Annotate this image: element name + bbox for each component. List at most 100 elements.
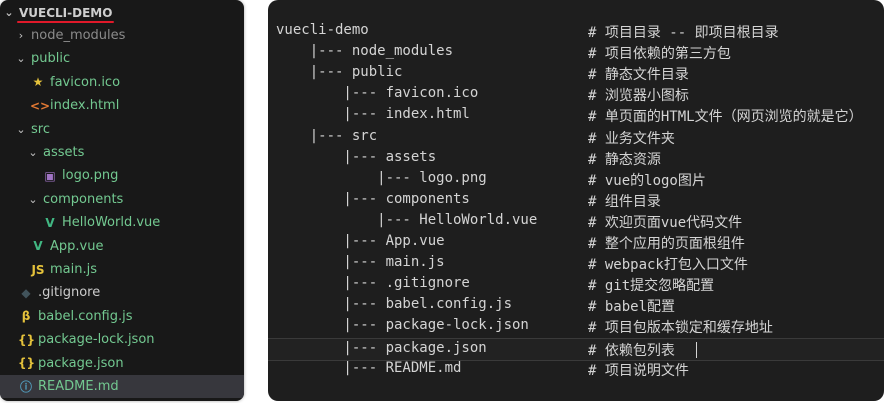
explorer-item[interactable]: JS main.js: [0, 258, 244, 281]
explorer-item-label: HelloWorld.vue: [62, 215, 161, 231]
js-file-icon: JS: [31, 262, 45, 277]
explorer-item-label: package-lock.json: [38, 332, 155, 348]
tree-line: |--- .gitignore # git提交忽略配置: [268, 274, 884, 295]
tree-entry-path: |--- index.html: [276, 106, 470, 123]
info-file-icon: ⓘ: [19, 380, 32, 394]
tree-entry-path: |--- components: [276, 190, 470, 207]
text-cursor: [696, 341, 697, 358]
tree-entry-comment: # 项目包版本锁定和缓存地址: [588, 320, 773, 337]
tree-entry-path: vuecli-demo: [276, 22, 369, 38]
explorer-item[interactable]: {}package.json: [0, 352, 244, 375]
explorer-item-label: index.html: [50, 98, 120, 114]
tree-entry-comment: # 项目依赖的第三方包: [588, 46, 731, 63]
tree-entry-path: |--- .gitignore: [276, 275, 470, 292]
tree-entry-comment: # git提交忽略配置: [588, 278, 715, 295]
tree-entry-comment: # 项目目录 -- 即项目根目录: [588, 25, 779, 41]
explorer-item[interactable]: › node_modules: [0, 24, 244, 47]
explorer-item-label: .gitignore: [38, 285, 101, 301]
json-file-icon: {}: [18, 356, 36, 371]
json-file-icon: {}: [18, 332, 36, 347]
html-file-icon: <>: [30, 98, 51, 113]
tree-entry-comment: # 浏览器小图标: [588, 88, 689, 105]
chevron-down-icon: ⌄: [16, 122, 26, 136]
tree-line: |--- favicon.ico # 浏览器小图标: [268, 84, 884, 105]
tree-line: |--- package-lock.json # 项目包版本锁定和缓存地址: [268, 316, 884, 337]
tree-line: |--- assets # 静态资源: [268, 148, 884, 169]
explorer-item[interactable]: ⌄ components: [0, 188, 244, 211]
tree-entry-comment: # 业务文件夹: [588, 130, 675, 147]
tree-entry-comment: # babel配置: [588, 299, 676, 316]
explorer-item-label: node_modules: [31, 28, 126, 43]
tree-entry-path: |--- favicon.ico: [276, 85, 479, 102]
explorer-item-label: public: [31, 51, 71, 67]
explorer-item[interactable]: ▣ logo.png: [0, 164, 244, 187]
vue-file-icon: V: [45, 215, 55, 230]
explorer-item[interactable]: ⌄ public: [0, 47, 244, 70]
explorer-root-label: VUECLI-DEMO: [16, 5, 115, 23]
explorer-item-label: src: [31, 121, 50, 137]
tree-line: |--- README.md # 项目说明文件: [268, 359, 884, 380]
tree-line: |--- HelloWorld.vue # 欢迎页面vue代码文件: [268, 211, 884, 232]
tree-line: |--- logo.png# vue的logo图片: [268, 169, 884, 190]
explorer-item[interactable]: V HelloWorld.vue: [0, 211, 244, 234]
tree-entry-path: |--- public: [276, 64, 403, 81]
tree-entry-path: |--- README.md: [276, 359, 462, 376]
tree-entry-path: |--- HelloWorld.vue: [276, 211, 538, 228]
chevron-right-icon: ›: [18, 29, 24, 42]
tree-line: |--- src # 业务文件夹: [268, 127, 884, 148]
tree-entry-comment: # webpack打包入口文件: [588, 257, 748, 274]
explorer-item-label: assets: [43, 145, 85, 160]
chevron-down-icon: ⌄: [28, 192, 38, 206]
explorer-item-label: logo.png: [62, 168, 119, 184]
tree-entry-comment: # 依赖包列表: [588, 342, 675, 359]
tree-entry-comment: # 整个应用的页面根组件: [588, 236, 745, 252]
tree-entry-comment: # 单页面的HTML文件（网页浏览的就是它）: [588, 109, 863, 126]
chevron-down-icon: ⌄: [28, 146, 38, 159]
explorer-item[interactable]: ★ favicon.ico: [0, 71, 244, 94]
tree-entry-comment: # 组件目录: [588, 193, 661, 210]
explorer-item-label: babel.config.js: [38, 308, 133, 324]
tree-entry-comment: # vue的logo图片: [588, 172, 706, 189]
explorer-item[interactable]: ⌄ src: [0, 118, 244, 141]
tree-line: |--- App.vue # 整个应用的页面根组件: [268, 232, 884, 253]
tree-entry-path: |--- babel.config.js: [276, 296, 513, 313]
tree-line: vuecli-demo # 项目目录 -- 即项目根目录: [268, 21, 884, 42]
explorer-item[interactable]: ⌄ assets: [0, 141, 244, 164]
chevron-down-icon: ⌄: [4, 6, 14, 19]
vue-file-icon: V: [33, 239, 43, 254]
explorer-item[interactable]: V App.vue: [0, 235, 244, 258]
tree-line: |--- babel.config.js # babel配置: [268, 295, 884, 316]
explorer-item-label: App.vue: [50, 238, 104, 254]
tree-line: |--- index.html # 单页面的HTML文件（网页浏览的就是它）: [268, 105, 884, 126]
tree-entry-path: |--- package-lock.json: [276, 317, 529, 334]
star-icon: ★: [32, 75, 44, 90]
tree-line: |--- node_modules# 项目依赖的第三方包: [268, 42, 884, 63]
explorer-item[interactable]: β babel.config.js: [0, 305, 244, 328]
explorer-item-label: components: [43, 191, 124, 207]
babel-file-icon: β: [21, 309, 31, 324]
git-file-icon: ◆: [21, 285, 31, 300]
file-explorer-panel: ⌄ VUECLI-DEMO › node_modules ⌄ public ★ favic…: [0, 0, 244, 401]
explorer-item[interactable]: ⓘ README.md: [0, 375, 244, 398]
tree-entry-comment: # 项目说明文件: [588, 362, 689, 379]
tree-entry-path: |--- App.vue: [276, 233, 445, 249]
explorer-item-label: package.json: [38, 355, 124, 371]
explorer-item-label: README.md: [38, 379, 119, 394]
tree-entry-comment: # 静态资源: [588, 151, 661, 168]
tree-entry-path: |--- main.js: [276, 254, 445, 271]
explorer-item[interactable]: <>index.html: [0, 94, 244, 117]
chevron-down-icon: ⌄: [16, 52, 26, 66]
tree-entry-comment: # 欢迎页面vue代码文件: [588, 214, 743, 231]
image-file-icon: ▣: [44, 168, 56, 183]
tree-line: |--- package.json # 依赖包列表: [268, 337, 884, 361]
explorer-root-folder[interactable]: ⌄ VUECLI-DEMO: [0, 1, 244, 24]
explorer-item-label: favicon.ico: [50, 74, 121, 90]
tree-entry-path: |--- src: [276, 127, 378, 144]
explorer-item[interactable]: ◆ .gitignore: [0, 281, 244, 304]
tree-entry-path: |--- package.json: [276, 339, 487, 356]
explorer-item-label: main.js: [50, 262, 97, 277]
tree-entry-path: |--- assets: [276, 148, 437, 165]
explorer-item[interactable]: {}package-lock.json: [0, 328, 244, 351]
tree-entry-comment: # 静态文件目录: [588, 67, 689, 84]
